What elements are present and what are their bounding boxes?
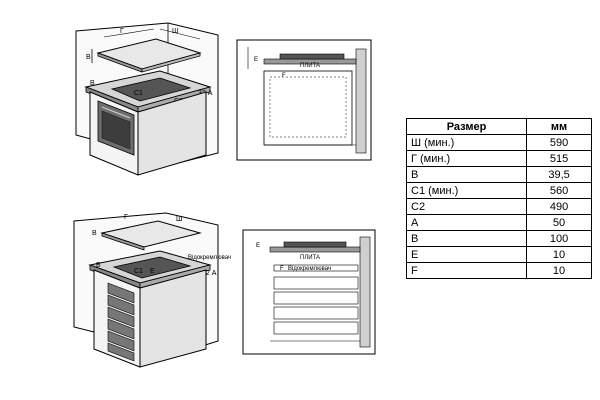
row-value: 39,5 (526, 166, 592, 183)
row-value: 490 (526, 198, 592, 215)
top-isometric-svg: В Г Ш В С1 С2 32 А (75, 22, 219, 176)
row-value: 50 (526, 214, 592, 231)
countertop-side (137, 86, 211, 113)
row-name: Ш (мин.) (405, 134, 528, 151)
cooktop-front-edge (101, 232, 145, 251)
bottom-isometric-svg: В Г Ш Відокремлювач В С1 E С2 32 А (73, 212, 231, 368)
label-g: Г (120, 28, 124, 35)
header-mm: мм (526, 118, 592, 135)
label-g: Г (124, 214, 128, 221)
drawer (107, 282, 135, 304)
label-e: E (256, 243, 260, 249)
oven-window (101, 110, 131, 150)
drawer-section (273, 306, 359, 320)
top-section-svg: ПЛИТА E F (236, 39, 372, 161)
label-v1: В (86, 54, 91, 61)
wall-section (359, 236, 371, 348)
dim-g-line (103, 28, 155, 38)
drawer-section (273, 276, 359, 290)
label-w: Ш (172, 28, 178, 35)
countertop-section (269, 246, 361, 253)
drawer (107, 342, 135, 362)
table-header-row: Размер мм (405, 118, 592, 135)
label-vid: Відокремлювач (188, 255, 231, 261)
cooktop-side-edge (141, 52, 201, 73)
top-isometric-diagram: В Г Ш В С1 С2 32 А (68, 15, 230, 183)
dim-w-line (159, 28, 201, 40)
row-name: E (405, 246, 528, 263)
row-value: 560 (526, 182, 592, 199)
label-c1: С1 (134, 268, 143, 275)
drawer (107, 318, 135, 340)
row-name: Г (мин.) (405, 150, 528, 167)
row-value: 515 (526, 150, 592, 167)
plate-section (283, 241, 347, 248)
header-size: Размер (405, 118, 528, 135)
cutout-hole (110, 77, 192, 102)
row-value: 100 (526, 230, 592, 247)
plate-section (279, 53, 345, 60)
top-section-diagram: ПЛИТА E F (234, 37, 374, 163)
drawer (107, 330, 135, 352)
label-plate: ПЛИТА (300, 63, 320, 69)
bottom-isometric-diagram: В Г Ш Відокремлювач В С1 E С2 32 А (68, 207, 240, 387)
drawer-sections (273, 276, 359, 335)
label-f: F (280, 266, 284, 272)
oven-handle (101, 106, 131, 119)
table-row: Г (мин.)515 (405, 150, 592, 167)
drawer (107, 306, 135, 328)
label-32a: 32 А (202, 270, 217, 277)
cutout-hole (112, 256, 192, 279)
label-e: E (150, 268, 155, 275)
drawer-section (273, 321, 359, 335)
row-value: 10 (526, 246, 592, 263)
airflow-path (269, 76, 347, 138)
cabinet-side (137, 91, 207, 176)
row-name: В (405, 230, 528, 247)
row-value: 10 (526, 262, 592, 279)
row-name: С1 (мин.) (405, 182, 528, 199)
row-name: F (405, 262, 528, 279)
drawer (107, 294, 135, 316)
row-name: С2 (405, 198, 528, 215)
label-v2: В (96, 262, 101, 269)
table-row: С1 (мин.)560 (405, 182, 592, 199)
separator-panel (273, 264, 359, 272)
table-row: Ш (мин.)590 (405, 134, 592, 151)
wall-section (355, 48, 367, 154)
countertop-side (139, 264, 211, 289)
label-v2: В (90, 80, 95, 87)
label-vid: Відокремлювач (288, 266, 331, 272)
bottom-section-diagram: ПЛИТА Відокремлювач E F (240, 227, 378, 357)
label-plate: ПЛИТА (300, 255, 320, 261)
row-value: 590 (526, 134, 592, 151)
bottom-section-svg: ПЛИТА Відокремлювач E F (242, 229, 376, 355)
label-w: Ш (176, 216, 182, 223)
row-name: В (405, 166, 528, 183)
label-f: F (282, 73, 286, 79)
drawer-section (273, 291, 359, 305)
label-c1: С1 (134, 90, 143, 97)
cabinet-side (139, 269, 207, 368)
label-v1: В (92, 230, 97, 237)
drawer-stack (107, 282, 135, 362)
label-e: E (254, 57, 258, 63)
row-name: А (405, 214, 528, 231)
